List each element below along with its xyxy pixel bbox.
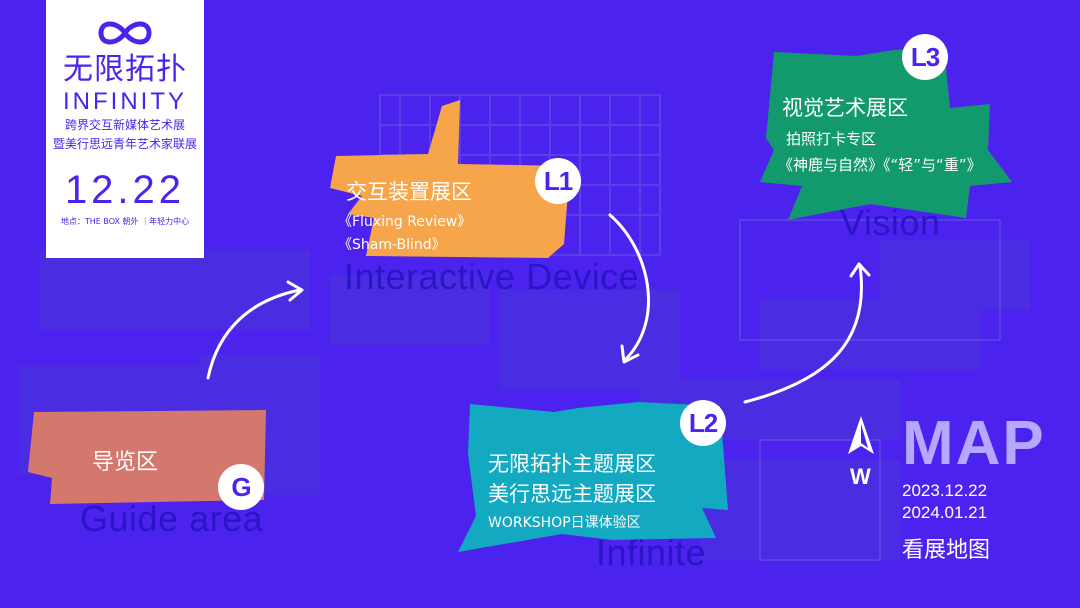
zone-guide[interactable]: 导览区 [28, 404, 268, 508]
compass-icon: W [846, 414, 876, 494]
arrow-guide-to-l1-head [286, 280, 304, 302]
arrow-l2-to-l3 [743, 264, 863, 404]
infinity-logo-icon [46, 16, 204, 50]
interactive-work-2: 《Sham-Blind》 [338, 237, 446, 253]
badge-l2: L2 [680, 400, 726, 446]
zone-infinite[interactable]: 无限拓扑主题展区 美行思远主题展区 WORKSHOP日课体验区 [452, 398, 730, 556]
vision-zone-label: 视觉艺术展区 [782, 96, 908, 120]
arrow-l1-to-l2-head [620, 344, 640, 364]
map-title: MAP [902, 409, 1046, 478]
exhibition-title-card: 无限拓扑 INFINITY 跨界交互新媒体艺术展 暨美行思远青年艺术家联展 12… [46, 0, 204, 258]
map-date-start: 2023.12.22 [902, 481, 988, 500]
badge-g: G [218, 464, 264, 510]
exhibition-subtitle-1: 跨界交互新媒体艺术展 [64, 118, 185, 132]
infinite-zone-label-2: 美行思远主题展区 [488, 482, 656, 506]
exhibition-subtitle-2: 暨美行思远青年艺术家联展 [52, 137, 197, 151]
exhibition-cn-title: 无限拓扑 [63, 52, 187, 87]
map-date-end: 2024.01.21 [902, 503, 988, 522]
arrow-guide-to-l1 [206, 288, 302, 380]
interactive-zone-label: 交互装置展区 [346, 180, 472, 204]
interactive-device-en-label: Interactive Device [344, 256, 640, 297]
arrow-l2-to-l3-head [849, 262, 871, 278]
compass-letter: W [850, 464, 871, 489]
arrow-l1-to-l2 [608, 213, 650, 362]
exhibition-venue: 地点：THE BOX 朝外 ｜年轻力中心 [60, 217, 190, 226]
exhibition-en-title: INFINITY [63, 88, 187, 115]
zone-interactive-device[interactable]: 交互装置展区 《Fluxing Review》 《Sham-Blind》 [312, 98, 584, 266]
badge-l1: L1 [535, 158, 581, 204]
badge-l3: L3 [902, 34, 948, 80]
guide-zone-label: 导览区 [92, 450, 159, 475]
exhibition-date: 12.22 [64, 168, 186, 212]
zone-vision[interactable]: 视觉艺术展区 拍照打卡专区 《神鹿与自然》《“轻”与“重”》 [760, 46, 1014, 226]
vision-photo-spot: 拍照打卡专区 [786, 130, 877, 148]
infinite-zone-label-1: 无限拓扑主题展区 [488, 452, 656, 476]
map-info: MAP 2023.12.22 2024.01.21 看展地图 [902, 408, 1046, 564]
workshop-label: WORKSHOP日课体验区 [488, 515, 641, 531]
vision-works: 《神鹿与自然》《“轻”与“重”》 [778, 156, 982, 174]
map-cn-label: 看展地图 [902, 538, 991, 563]
interactive-work-1: 《Fluxing Review》 [338, 214, 472, 230]
